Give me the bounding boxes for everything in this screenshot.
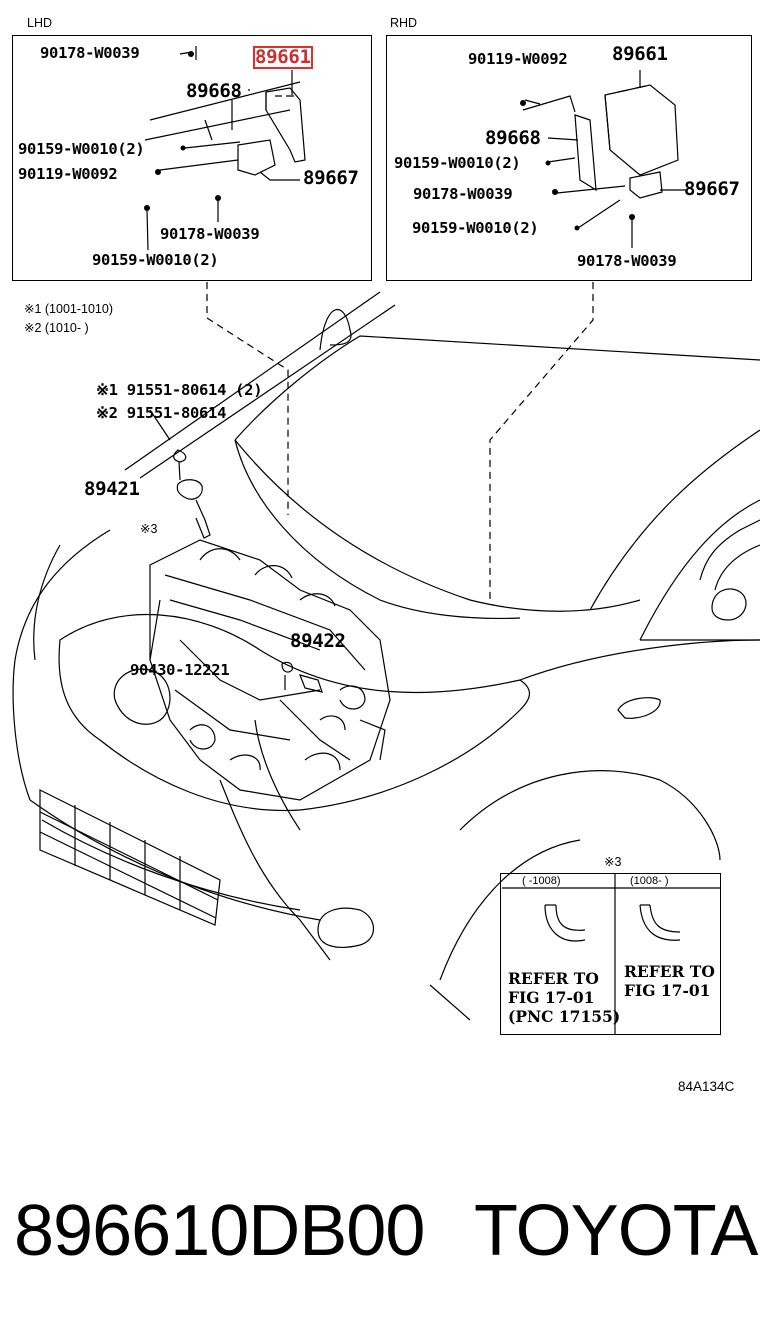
rhd-panel xyxy=(386,35,752,281)
inset-col1-range: ( -1008) xyxy=(522,875,561,887)
inset-panel-3 xyxy=(500,873,721,1035)
lhd-ecu-label[interactable]: 89661 xyxy=(253,46,313,69)
rhd-part-label[interactable]: 90159-W0010(2) xyxy=(412,219,539,237)
lhd-part-label[interactable]: 89668 xyxy=(186,80,242,102)
inset-title: ※3 xyxy=(604,855,622,869)
inset-col1-ref-line: FIG 17-01 xyxy=(508,988,595,1007)
inset-col1-ref-line: (PNC 17155) xyxy=(508,1007,621,1026)
rhd-part-label[interactable]: 90178-W0039 xyxy=(577,252,677,270)
washer-label[interactable]: 90430-12221 xyxy=(130,661,230,679)
inset-col1-reference: REFER TO FIG 17-01 (PNC 17155) xyxy=(508,969,620,1026)
rhd-part-label[interactable]: 90178-W0039 xyxy=(413,185,513,203)
lhd-panel xyxy=(12,35,372,281)
lhd-part-label[interactable]: 90159-W0010(2) xyxy=(18,140,145,158)
sensor-89422-label[interactable]: 89422 xyxy=(290,630,346,652)
figure-code: 84A134C xyxy=(678,1079,735,1094)
note-1: ※1 (1001-1010) xyxy=(24,302,114,316)
inset-col1-ref-line: REFER TO xyxy=(508,969,599,988)
main-part-label[interactable]: ※1 91551-80614 (2) xyxy=(96,381,263,399)
lhd-part-label[interactable]: 90159-W0010(2) xyxy=(92,251,219,269)
main-part-label[interactable]: ※2 91551-80614 xyxy=(96,404,227,422)
lhd-part-label[interactable]: 89667 xyxy=(303,167,359,189)
inset-col2-reference: REFER TO FIG 17-01 xyxy=(624,962,715,1000)
lhd-part-label[interactable]: 90178-W0039 xyxy=(160,225,260,243)
ref-3-label: ※3 xyxy=(140,522,158,536)
sensor-89421-label[interactable]: 89421 xyxy=(84,478,140,500)
rhd-ecu-label[interactable]: 89661 xyxy=(612,43,668,65)
lhd-part-label[interactable]: 90178-W0039 xyxy=(40,44,140,62)
rhd-part-label[interactable]: 90159-W0010(2) xyxy=(394,154,521,172)
rhd-part-label[interactable]: 89667 xyxy=(684,178,740,200)
inset-col2-ref-line: REFER TO xyxy=(624,962,715,981)
rhd-title: RHD xyxy=(390,16,418,30)
footer-part-number: 896610DB00 xyxy=(14,1191,425,1271)
lhd-part-label[interactable]: 90119-W0092 xyxy=(18,165,118,183)
inset-col2-ref-line: FIG 17-01 xyxy=(624,981,711,1000)
footer-brand: TOYOTA xyxy=(474,1191,758,1271)
note-2: ※2 (1010- ) xyxy=(24,321,89,335)
rhd-part-label[interactable]: 89668 xyxy=(485,127,541,149)
rhd-part-label[interactable]: 90119-W0092 xyxy=(468,50,568,68)
inset-col2-range: (1008- ) xyxy=(630,875,669,887)
lhd-title: LHD xyxy=(27,16,53,30)
